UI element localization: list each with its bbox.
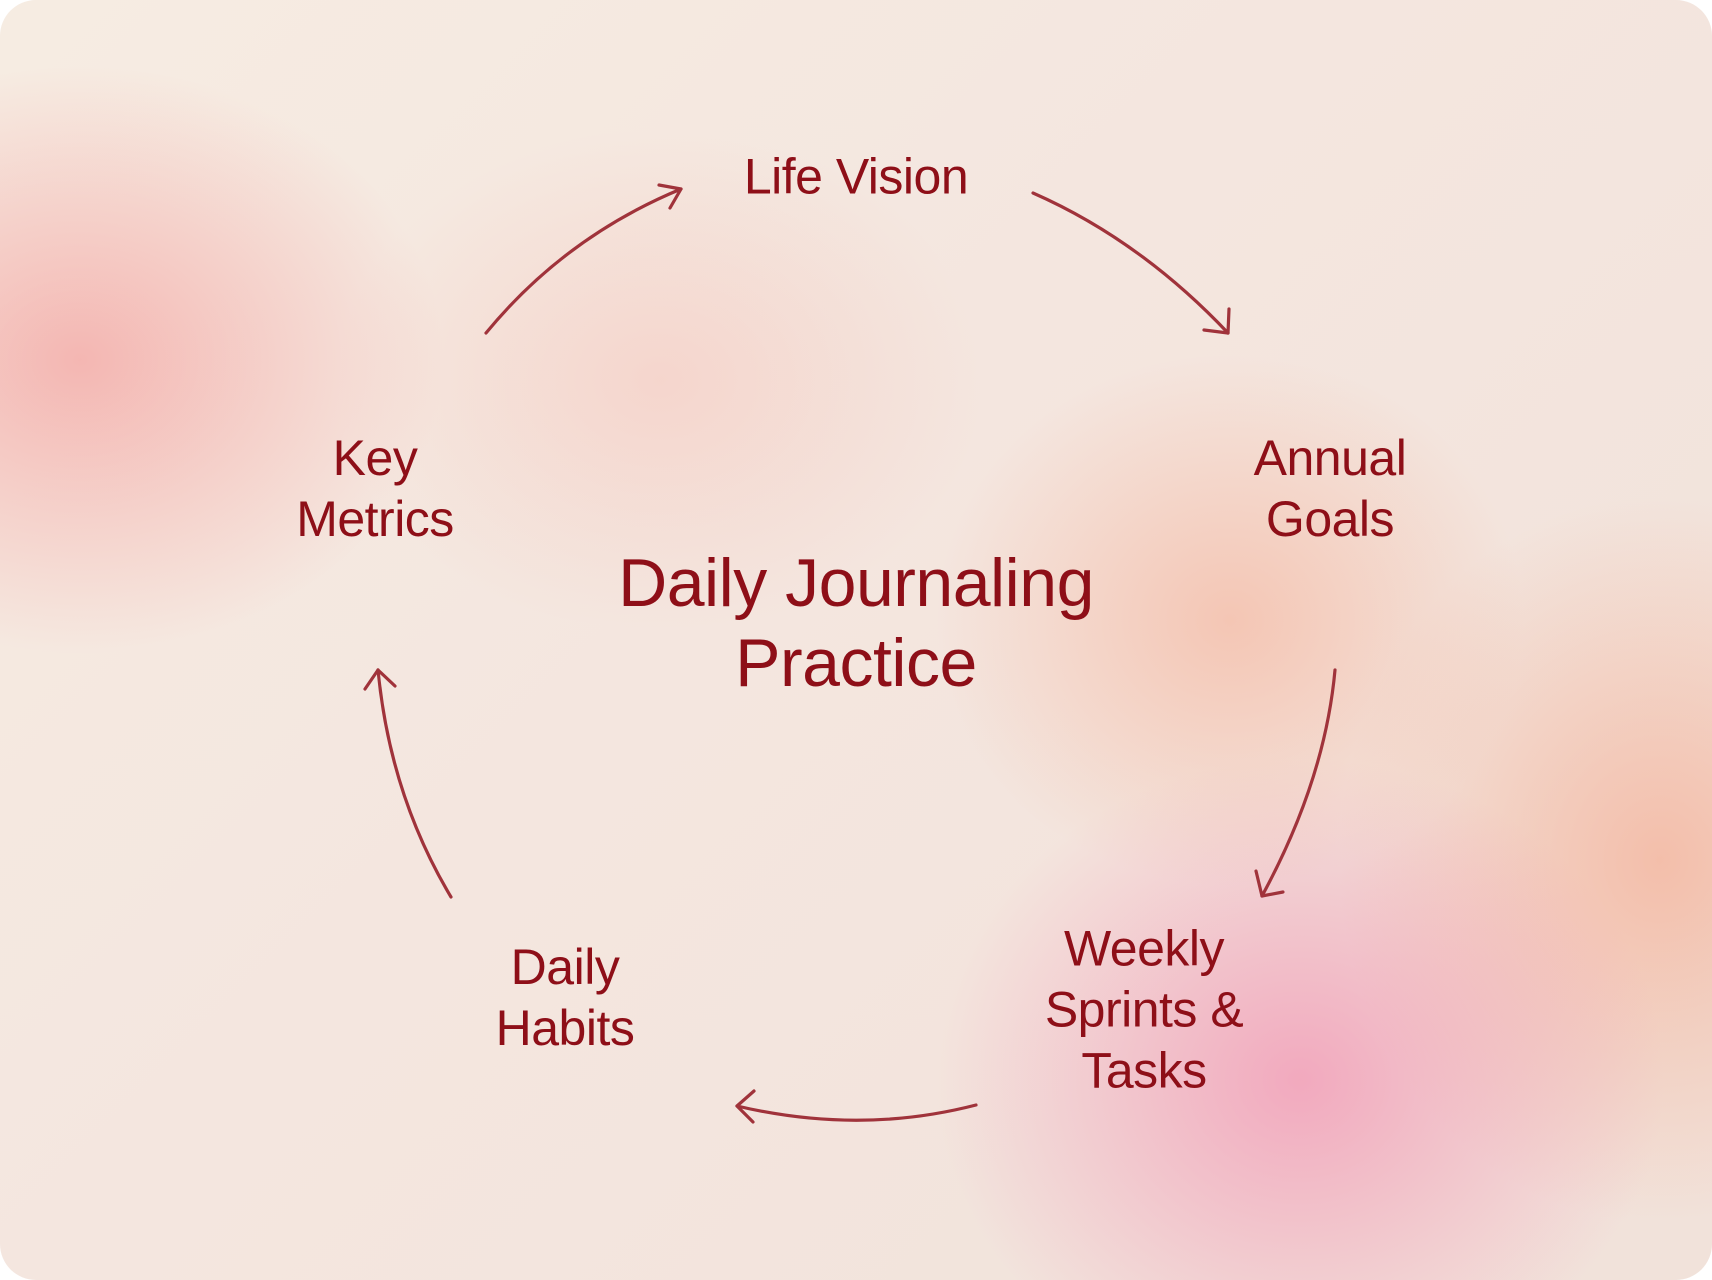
- arrow-key-metrics-to-life-vision: [484, 183, 683, 335]
- arrow-daily-habits-to-key-metrics: [363, 668, 453, 899]
- node-key-metrics: Key Metrics: [296, 430, 454, 547]
- center-title: Daily Journaling Practice: [618, 544, 1094, 701]
- node-weekly-sprints: Weekly Sprints & Tasks: [1044, 920, 1244, 1099]
- arrow-weekly-sprints-to-daily-habits: [735, 1089, 978, 1124]
- node-annual-goals: Annual Goals: [1253, 430, 1407, 547]
- node-life-vision: Life Vision: [743, 148, 969, 205]
- arrow-life-vision-to-annual-goals: [1031, 191, 1231, 335]
- arrow-annual-goals-to-weekly-sprints: [1254, 668, 1337, 898]
- node-daily-habits: Daily Habits: [495, 939, 635, 1056]
